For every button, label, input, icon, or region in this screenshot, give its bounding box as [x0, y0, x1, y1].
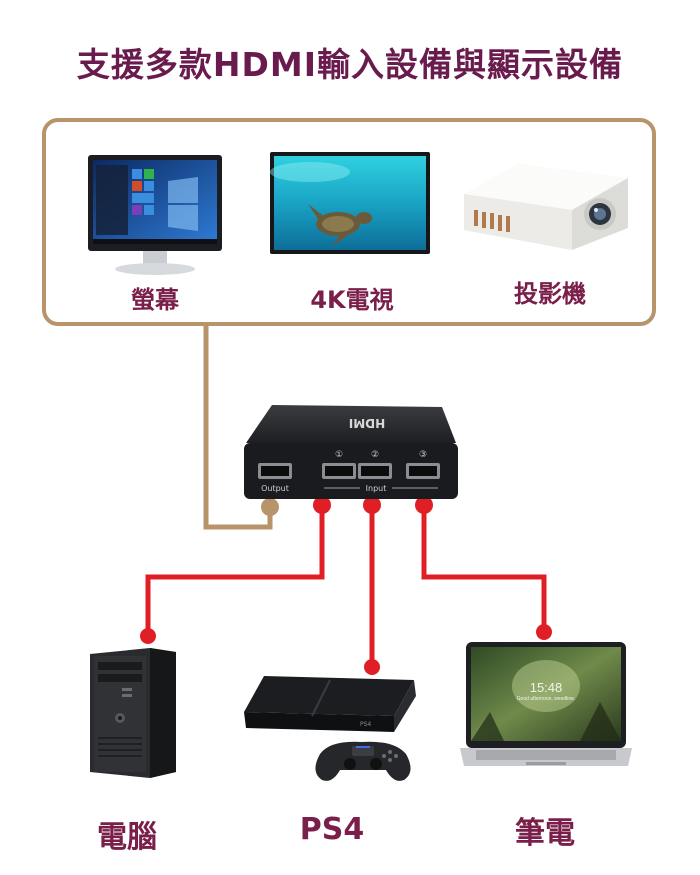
- projector-icon: [464, 164, 628, 250]
- laptop-label: 筆電: [515, 816, 575, 851]
- page-title: 支援多款HDMI輸入設備與顯示設備: [76, 45, 624, 84]
- output-port-label: Output: [261, 484, 289, 493]
- tv-label: 4K電視: [310, 286, 394, 314]
- hdmi-switch-icon: HDMI ① ② ③ Output Input: [244, 405, 458, 499]
- projector-label: 投影機: [514, 280, 586, 308]
- laptop-clock-greeting: Good afternoon, weedline.: [516, 696, 576, 702]
- laptop-wire: [421, 505, 547, 631]
- input-port-group-label: Input: [366, 484, 387, 493]
- input2-connector-dot: [363, 496, 381, 514]
- ps4-controller-icon: [315, 741, 411, 781]
- ps4-connector-dot: [364, 659, 380, 675]
- pc-wire: [145, 505, 325, 635]
- input2-port-label: ②: [371, 450, 379, 460]
- laptop-icon: 15:48 Good afternoon, weedline.: [460, 642, 632, 782]
- input3-port-label: ③: [419, 450, 427, 460]
- tv-icon: [270, 152, 430, 254]
- output-connector-dot: [261, 498, 279, 516]
- input1-connector-dot: [313, 496, 331, 514]
- input3-connector-dot: [415, 496, 433, 514]
- laptop-connector-dot: [536, 624, 552, 640]
- svg-text:PS4: PS4: [360, 721, 371, 728]
- display-devices-frame: [42, 118, 656, 326]
- pc-connector-dot: [140, 628, 156, 644]
- ps4-console-icon: PS4: [244, 676, 416, 781]
- pc-label: 電腦: [97, 820, 157, 855]
- ps4-label: PS4: [299, 812, 365, 847]
- pc-tower-icon: [90, 648, 176, 778]
- input1-port-label: ①: [335, 450, 343, 460]
- laptop-clock-time: 15:48: [529, 680, 563, 695]
- monitor-icon: [88, 155, 222, 275]
- hdmi-logo: HDMI: [349, 416, 385, 430]
- monitor-label: 螢幕: [131, 286, 179, 314]
